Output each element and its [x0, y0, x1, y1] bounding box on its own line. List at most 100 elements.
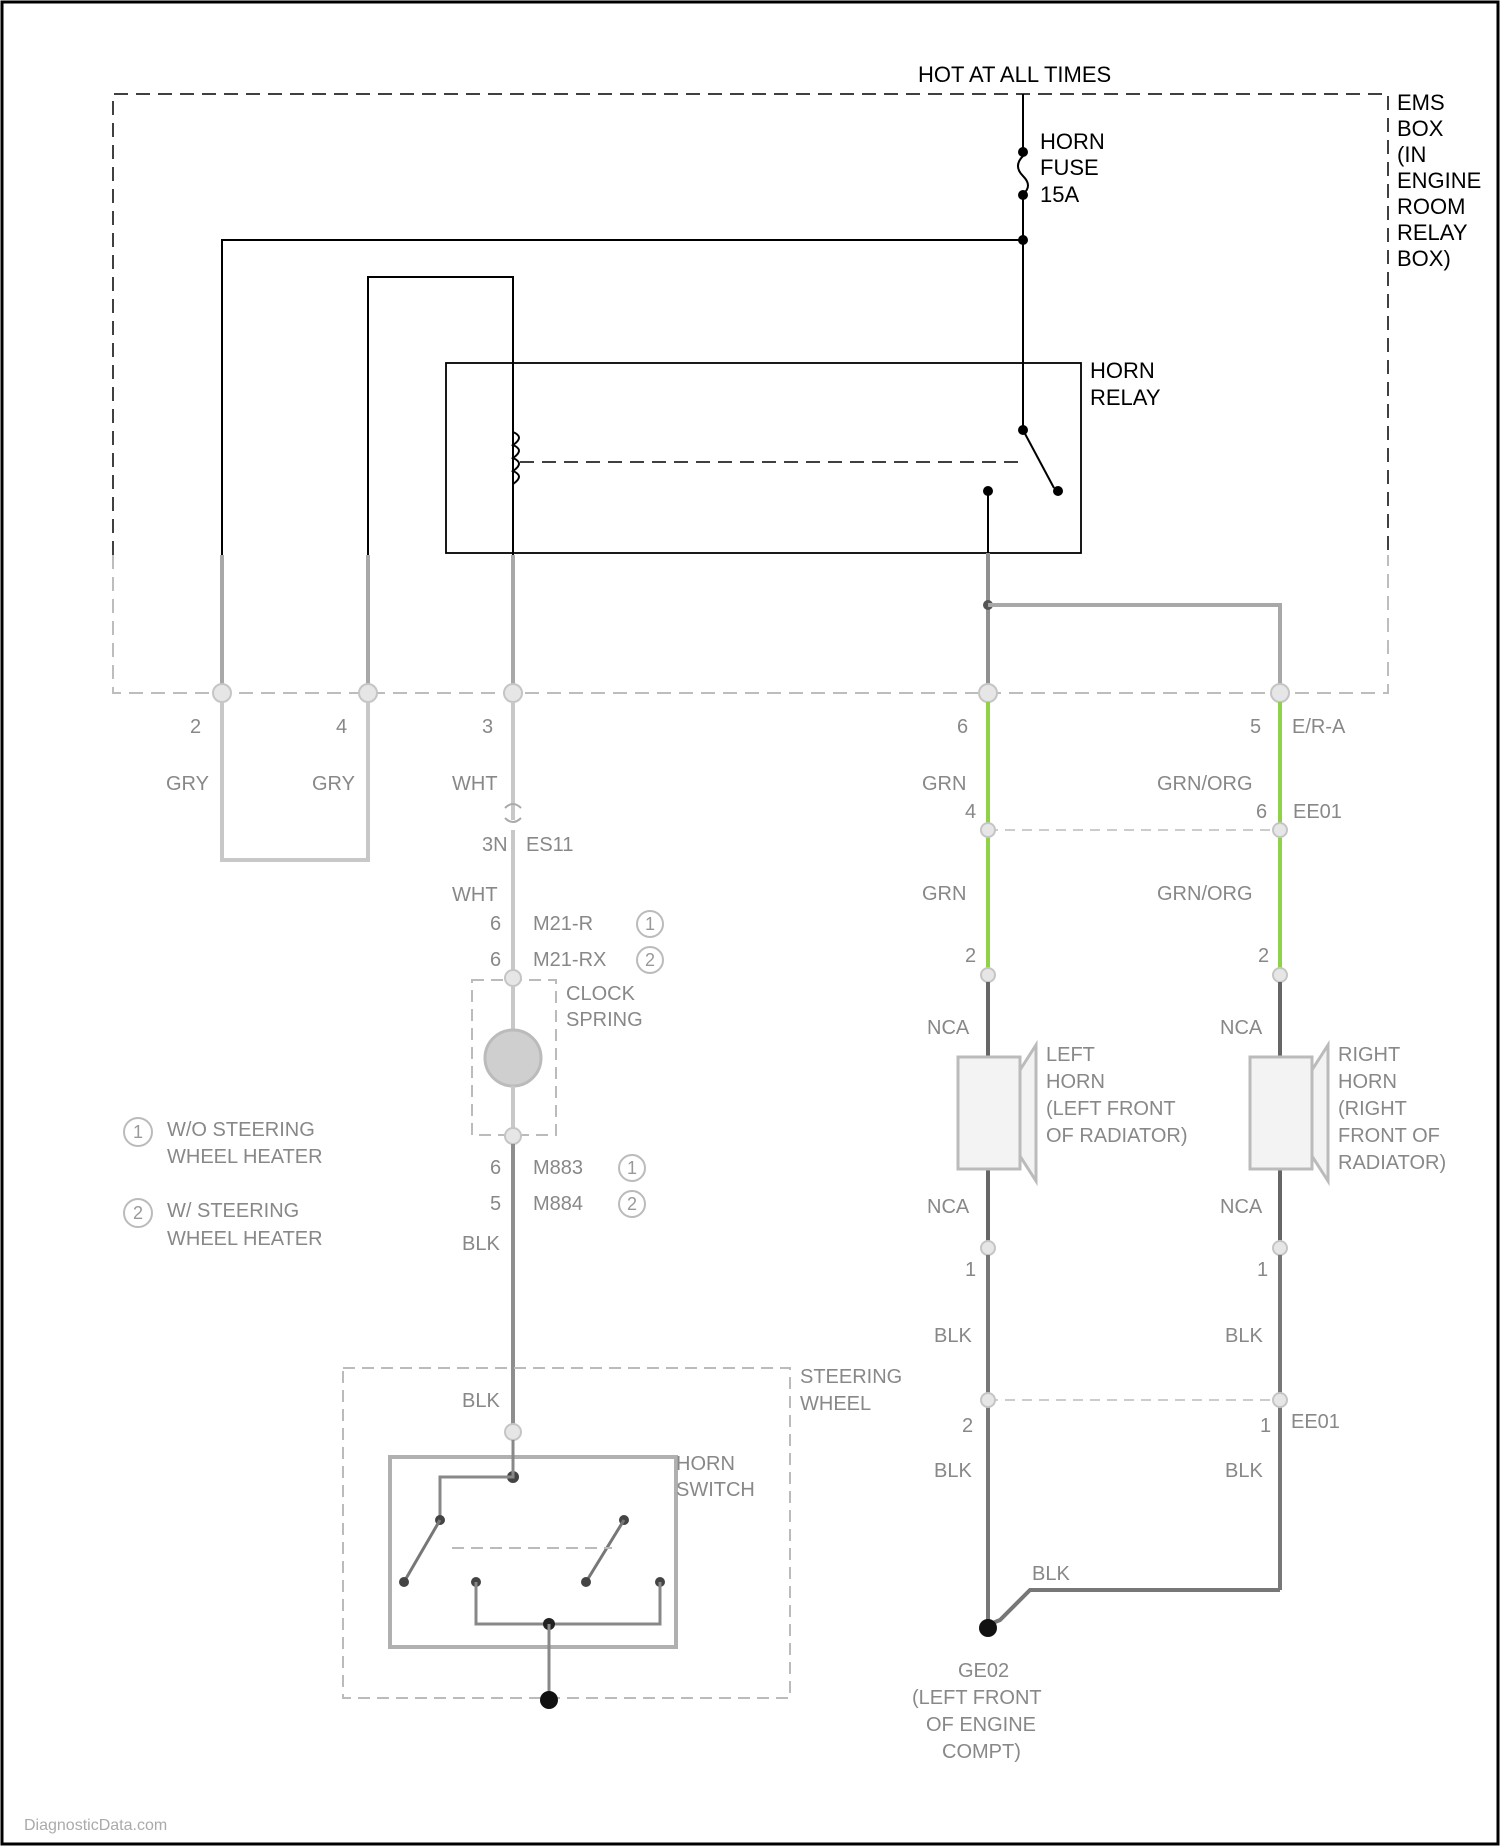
right-horn-terminal-bot [1273, 1241, 1287, 1255]
ground-point-ge02 [979, 1619, 997, 1637]
left-horn-pin-bot: 1 [965, 1259, 976, 1281]
right-horn-wire-top: NCA [1220, 1017, 1263, 1039]
legend-1-line-2: WHEEL HEATER [167, 1146, 323, 1168]
wire-color-pin3: WHT [452, 773, 498, 795]
left-horn-body [958, 1057, 1020, 1169]
connector-pin-5 [1271, 684, 1289, 702]
ground-wire-l1: BLK [934, 1325, 972, 1347]
fuse-element [1018, 156, 1028, 194]
pin-label-4: 4 [336, 716, 347, 738]
ems-label-2: BOX [1397, 116, 1444, 141]
faded-region: 2 4 3 6 5 E/R-A GRY GRY WHT 3N ES11 WHT … [24, 553, 1446, 1834]
wire-color-pin5-top: GRN/ORG [1157, 773, 1253, 795]
wire-color-wht-2: WHT [452, 884, 498, 906]
m883-pin: 6 [490, 1157, 501, 1179]
ee01-bot-pin-left: 2 [962, 1415, 973, 1437]
steering-wheel-label-1: STEERING [800, 1366, 902, 1388]
m21r-pin: 6 [490, 913, 501, 935]
ee01-pin-right: 6 [1256, 801, 1267, 823]
ground-wire-r2: BLK [1225, 1460, 1263, 1482]
legend-2-line-1: W/ STEERING [167, 1200, 299, 1222]
right-horn-body [1250, 1057, 1312, 1169]
ems-box [113, 94, 1388, 555]
left-horn: 2 NCA NCA 1 [927, 945, 1036, 1281]
horn-switch-blade-1 [404, 1520, 440, 1582]
horn-switch-blade-2 [586, 1520, 624, 1582]
right-horn-label-1: RIGHT [1338, 1044, 1400, 1066]
horn-switch-label-1: HORN [676, 1453, 735, 1475]
horn-switch-feed [440, 1440, 513, 1520]
right-horn: 2 NCA NCA 1 [1220, 945, 1328, 1281]
right-horn-label-2: HORN [1338, 1071, 1397, 1093]
ems-label-5: ROOM [1397, 194, 1465, 219]
relay-contact-no [1053, 486, 1063, 496]
horn-switch-box [390, 1457, 676, 1647]
pin-label-3: 3 [482, 716, 493, 738]
fuse-label-2: FUSE [1040, 155, 1099, 180]
steering-wheel [343, 1368, 790, 1709]
left-horn-label-2: HORN [1046, 1071, 1105, 1093]
fuse-label-3: 15A [1040, 182, 1079, 207]
wire-color-pin6-top: GRN [922, 773, 966, 795]
horn-switch-contact-4 [581, 1577, 591, 1587]
legend-1-line-1: W/O STEERING [167, 1119, 315, 1141]
left-horn-label-1: LEFT [1046, 1044, 1095, 1066]
clock-spring-label-2: SPRING [566, 1009, 643, 1031]
ground-wire-l2: BLK [934, 1460, 972, 1482]
ems-label-3: (IN [1397, 142, 1426, 167]
right-horn-pin-bot: 1 [1257, 1259, 1268, 1281]
connector-pin-6 [979, 684, 997, 702]
legend-1-num: 1 [133, 1122, 143, 1142]
clock-spring-coil [485, 1030, 541, 1086]
ee01-bot-right [1273, 1393, 1287, 1407]
fuse-terminal-top [1018, 147, 1028, 157]
wire-color-blk-2: BLK [462, 1390, 500, 1412]
relay-label-1: HORN [1090, 358, 1155, 383]
left-horn-pin-top: 2 [965, 945, 976, 967]
ground-wire-r1: BLK [1225, 1325, 1263, 1347]
ee01-name-top: EE01 [1293, 801, 1342, 823]
right-horn-wire-bot: NCA [1220, 1196, 1263, 1218]
horn-relay [446, 363, 1081, 553]
connector-pin-4 [359, 684, 377, 702]
ems-label-6: RELAY [1397, 220, 1468, 245]
ee01-pin-left: 4 [965, 801, 976, 823]
right-horn-terminal-top [1273, 968, 1287, 982]
left-horn-label-3: (LEFT FRONT [1046, 1098, 1176, 1120]
pin-label-6: 6 [957, 716, 968, 738]
supply-label: HOT AT ALL TIMES [918, 62, 1111, 87]
relay-arm [1023, 430, 1054, 488]
left-horn-bell [1020, 1045, 1036, 1181]
ground-label-1: GE02 [958, 1660, 1009, 1682]
right-horn-bell [1312, 1045, 1328, 1181]
left-horn-terminal-bot [981, 1241, 995, 1255]
es11-name: ES11 [526, 834, 573, 856]
es11-pin: 3N [482, 834, 508, 856]
horn-switch-ground [540, 1691, 558, 1709]
wire-to-pin5 [988, 605, 1280, 690]
connector-name-era: E/R-A [1292, 716, 1346, 738]
clock-spring-pin-top [505, 970, 521, 986]
horn-switch-pin-top [505, 1424, 521, 1440]
clock-spring [472, 970, 556, 1144]
ee01-top-left [981, 823, 995, 837]
clock-spring-label-1: CLOCK [566, 983, 636, 1005]
ems-label-7: BOX) [1397, 246, 1451, 271]
wire-to-pin2 [222, 240, 1023, 555]
right-horn-pin-top: 2 [1258, 945, 1269, 967]
ems-box-border-top [113, 94, 1388, 555]
connector-pin-2 [213, 684, 231, 702]
wire-color-pin4: GRY [312, 773, 355, 795]
m883-name: M883 [533, 1157, 583, 1179]
ems-label-1: EMS [1397, 90, 1445, 115]
m884-name: M884 [533, 1193, 583, 1215]
connector-pin-3 [504, 684, 522, 702]
pin-label-2: 2 [190, 716, 201, 738]
right-horn-label-5: RADIATOR) [1338, 1152, 1446, 1174]
relay-label-2: RELAY [1090, 385, 1161, 410]
horn-switch-contact-2 [399, 1577, 409, 1587]
horn-switch-label-2: SWITCH [676, 1479, 755, 1501]
ee01-top-right [1273, 823, 1287, 837]
